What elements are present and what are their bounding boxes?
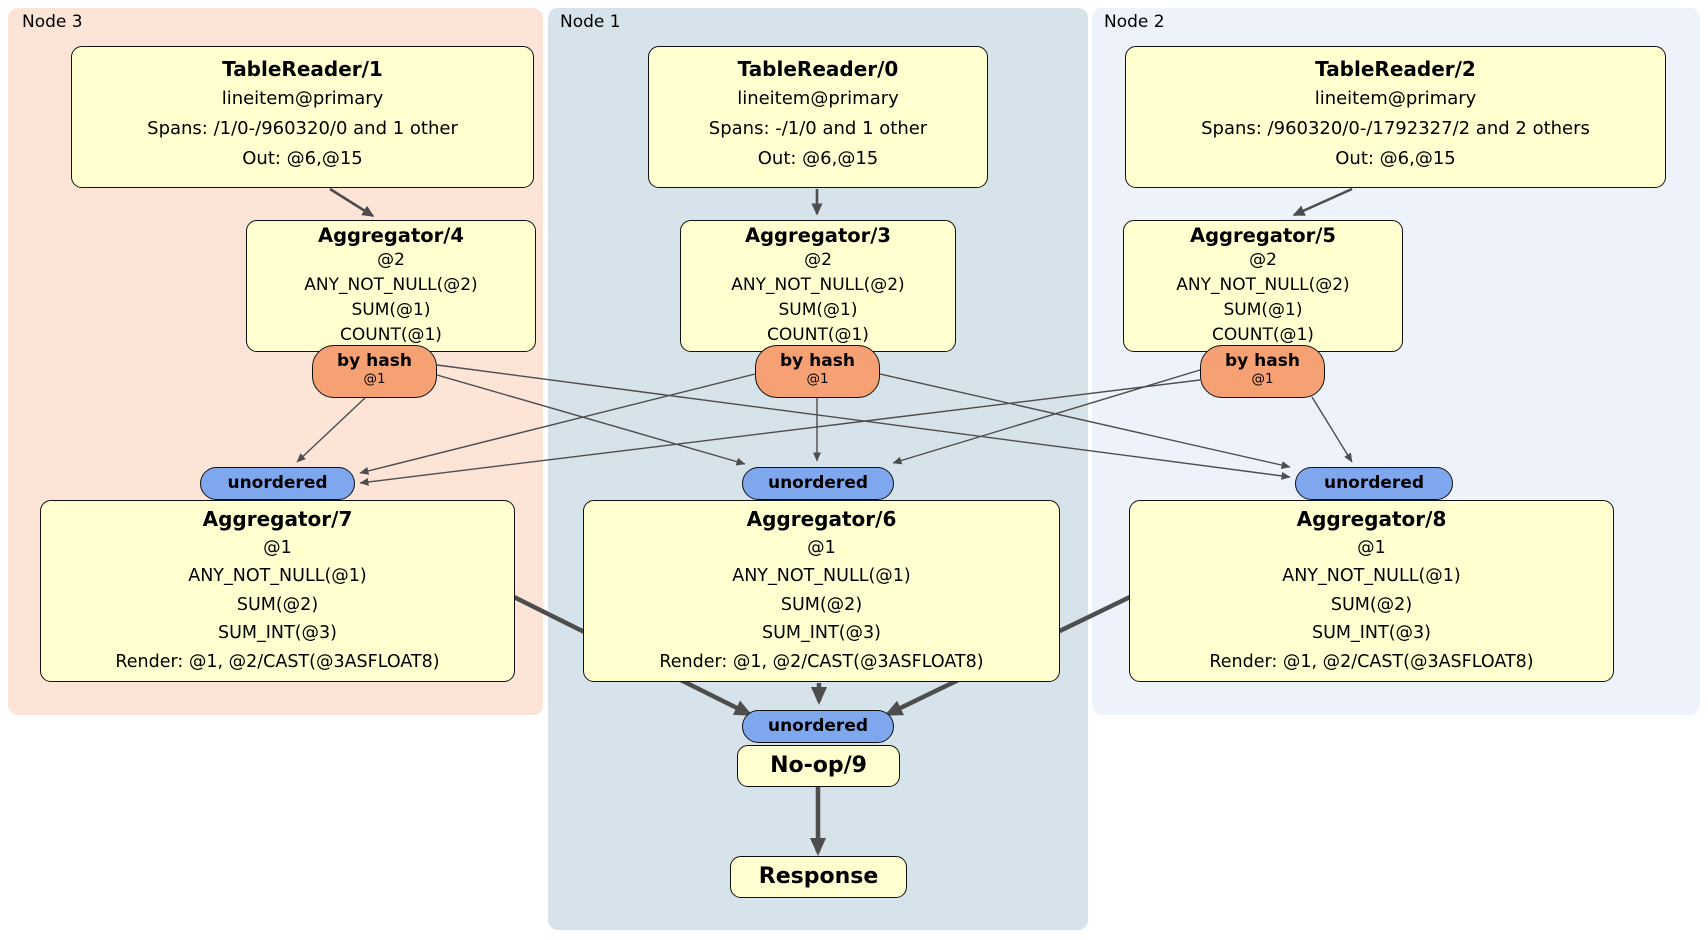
processor-line: Render: @1, @2/CAST(@3ASFLOAT8) [115,651,440,672]
processor-title: TableReader/2 [1315,57,1476,81]
processor-tablereader-1: TableReader/1 lineitem@primary Spans: /1… [71,46,534,188]
processor-line: @1 [1357,537,1386,558]
processor-title: TableReader/0 [737,57,899,81]
hash-router-label: by hash [337,351,412,371]
processor-aggregator-4: Aggregator/4 @2 ANY_NOT_NULL(@2) SUM(@1)… [246,220,536,352]
hash-router-key: @1 [806,371,829,387]
processor-line: Render: @1, @2/CAST(@3ASFLOAT8) [1209,651,1534,672]
sync-unordered-8: unordered [1295,467,1453,500]
processor-line: SUM(@1) [778,300,858,320]
processor-tablereader-2: TableReader/2 lineitem@primary Spans: /9… [1125,46,1666,188]
processor-line: Spans: /1/0-/960320/0 and 1 other [147,118,458,139]
node3-region-label: Node 3 [22,12,83,32]
hash-router-key: @1 [1251,371,1274,387]
processor-title: TableReader/1 [222,57,383,81]
processor-line: COUNT(@1) [1212,325,1314,345]
processor-line: SUM(@2) [236,594,319,615]
processor-line: COUNT(@1) [340,325,442,345]
edge-byhash4-unordered6 [436,374,746,466]
sync-unordered-6: unordered [742,467,894,500]
processor-line: SUM_INT(@3) [218,623,337,643]
hash-router-5: by hash @1 [1200,345,1325,398]
edge-tr2-agg5 [1292,187,1353,217]
processor-line: Out: @6,@15 [757,148,879,169]
processor-title: Aggregator/7 [202,507,353,531]
edge-byhash5-unordered6 [892,369,1201,465]
processor-line: Out: @6,@15 [242,148,363,169]
processor-line: ANY_NOT_NULL(@2) [731,275,905,295]
processor-noop-9: No-op/9 [737,745,900,787]
sync-unordered-7: unordered [200,467,355,500]
node2-region-label: Node 2 [1104,12,1165,32]
processor-aggregator-7: Aggregator/7 @1 ANY_NOT_NULL(@1) SUM(@2)… [40,500,515,682]
processor-line: SUM_INT(@3) [1312,623,1431,643]
processor-line: @1 [263,537,292,558]
edge-byhash5-unordered8 [1311,396,1353,463]
processor-line: SUM_INT(@3) [762,623,881,643]
processor-line: ANY_NOT_NULL(@2) [304,275,478,295]
processor-title: Aggregator/4 [318,224,464,247]
processor-line: ANY_NOT_NULL(@2) [1176,275,1350,295]
processor-line: ANY_NOT_NULL(@1) [1282,566,1461,586]
edge-byhash3-unordered7 [359,373,756,475]
processor-aggregator-5: Aggregator/5 @2 ANY_NOT_NULL(@2) SUM(@1)… [1123,220,1403,352]
processor-line: lineitem@primary [1314,88,1477,109]
hash-router-label: by hash [1225,351,1300,371]
processor-line: COUNT(@1) [767,325,869,345]
processor-line: @1 [807,537,836,558]
processor-line: @2 [1249,250,1277,270]
processor-tablereader-0: TableReader/0 lineitem@primary Spans: -/… [648,46,988,188]
processor-line: Spans: /960320/0-/1792327/2 and 2 others [1201,118,1590,139]
edge-byhash4-unordered7 [296,396,367,463]
hash-router-key: @1 [363,371,386,387]
processor-title: Aggregator/5 [1190,224,1336,247]
edge-byhash5-unordered7 [359,379,1201,486]
processor-line: ANY_NOT_NULL(@1) [188,566,367,586]
processor-title: Aggregator/3 [745,224,891,247]
processor-aggregator-6: Aggregator/6 @1 ANY_NOT_NULL(@1) SUM(@2)… [583,500,1060,682]
processor-line: @2 [377,250,405,270]
processor-line: lineitem@primary [737,88,899,109]
node1-region-label: Node 1 [560,12,621,32]
processor-line: ANY_NOT_NULL(@1) [732,566,911,586]
processor-line: Render: @1, @2/CAST(@3ASFLOAT8) [659,651,984,672]
hash-router-3: by hash @1 [755,345,880,398]
processor-line: SUM(@1) [351,300,431,320]
processor-aggregator-8: Aggregator/8 @1 ANY_NOT_NULL(@1) SUM(@2)… [1129,500,1614,682]
processor-line: SUM(@2) [1330,594,1413,615]
processor-line: SUM(@1) [1223,300,1303,320]
hash-router-4: by hash @1 [312,345,437,398]
processor-title: Aggregator/6 [746,507,897,531]
processor-line: SUM(@2) [780,594,863,615]
sync-unordered-final: unordered [742,710,894,743]
edge-byhash3-unordered8 [879,373,1291,470]
edge-tr1-agg4 [329,187,375,218]
processor-line: @2 [804,250,832,270]
processor-line: Out: @6,@15 [1335,148,1456,169]
processor-response: Response [730,856,907,898]
processor-aggregator-3: Aggregator/3 @2 ANY_NOT_NULL(@2) SUM(@1)… [680,220,956,352]
hash-router-label: by hash [780,351,855,371]
processor-line: Spans: -/1/0 and 1 other [708,118,928,139]
processor-line: lineitem@primary [221,88,384,109]
processor-title: Aggregator/8 [1296,507,1447,531]
